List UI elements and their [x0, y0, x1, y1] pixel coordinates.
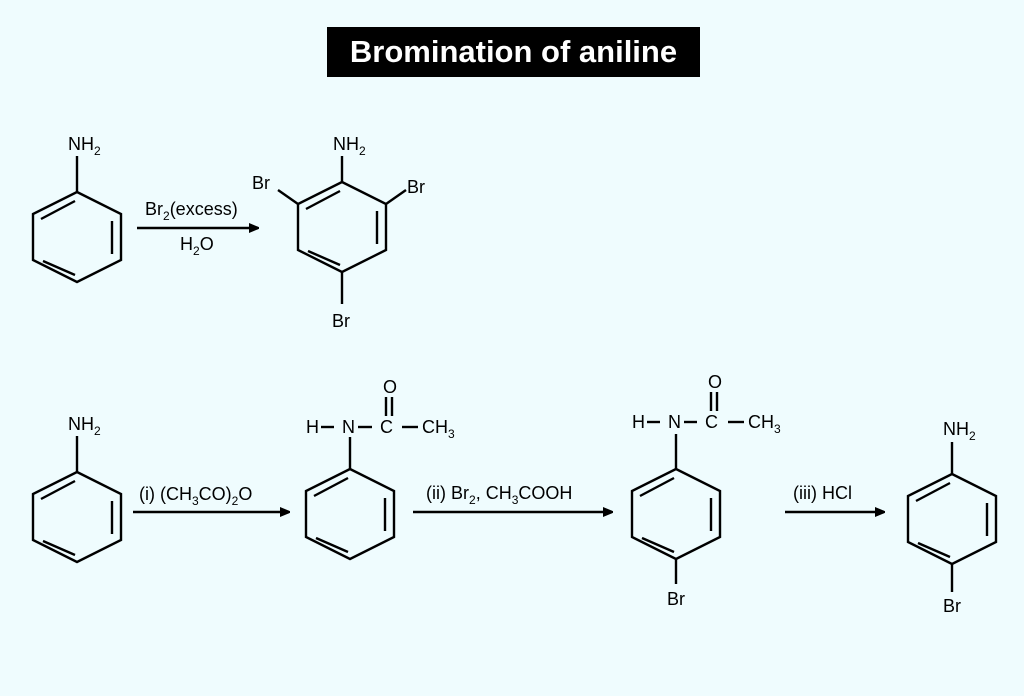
reagent-acetic-anhydride: (i) (CH3CO)2O [139, 484, 252, 508]
aniline-reactant-2: NH2 [31, 414, 123, 564]
amino-label: NH2 [333, 134, 366, 158]
reagent-bromine-excess: Br2(excess) [145, 199, 238, 223]
bromoaniline-product: NH2 Br [906, 419, 998, 616]
reaction-arrow-1: Br2(excess) H2O [137, 199, 258, 258]
reaction-arrow-acetylation: (i) (CH3CO)2O [133, 484, 289, 512]
bromo-right: Br [407, 177, 425, 197]
svg-text:H: H [306, 417, 319, 437]
svg-text:C: C [380, 417, 393, 437]
aniline-reactant-1: NH2 [31, 134, 123, 284]
amino-label: NH2 [943, 419, 976, 443]
bromo-left: Br [252, 173, 270, 193]
reagent-water: H2O [180, 234, 214, 258]
svg-text:CH3: CH3 [422, 417, 455, 441]
amino-label: NH2 [68, 134, 101, 158]
amino-label: NH2 [68, 414, 101, 438]
bromoacetanilide-intermediate: H N C O CH3 Br [630, 372, 781, 609]
reagent-bromine-acetic-acid: (ii) Br2, CH3COOH [426, 483, 572, 507]
acetanilide-intermediate: H N C O CH3 [304, 377, 455, 561]
svg-text:CH3: CH3 [748, 412, 781, 436]
bromo-bottom: Br [332, 311, 350, 331]
diagram-title: Bromination of aniline [327, 27, 700, 77]
tribromoaniline-product: NH2 Br Br Br [252, 134, 425, 331]
svg-text:O: O [383, 377, 397, 397]
bromo-para: Br [943, 596, 961, 616]
svg-text:H: H [632, 412, 645, 432]
reaction-arrow-hydrolysis: (iii) HCl [785, 483, 884, 512]
reagent-hcl: (iii) HCl [793, 483, 852, 503]
svg-text:Br: Br [667, 589, 685, 609]
svg-text:N: N [668, 412, 681, 432]
svg-text:O: O [708, 372, 722, 392]
svg-text:C: C [705, 412, 718, 432]
svg-text:N: N [342, 417, 355, 437]
reaction-arrow-bromination: (ii) Br2, CH3COOH [413, 483, 612, 512]
